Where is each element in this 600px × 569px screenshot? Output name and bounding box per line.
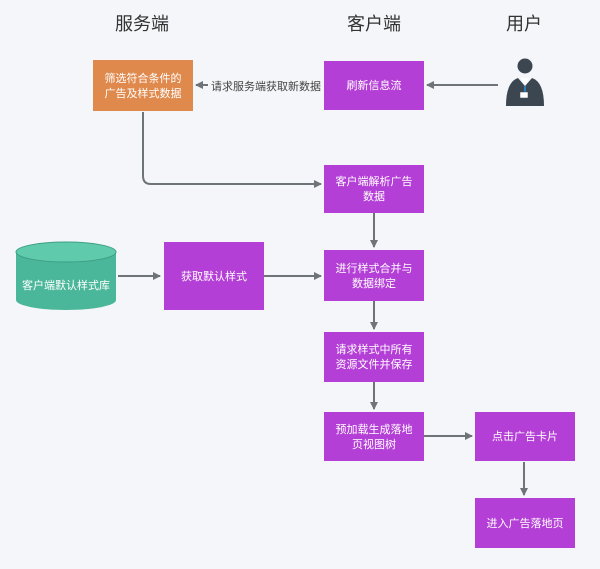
node-request-resources: 请求样式中所有资源文件并保存 bbox=[324, 332, 424, 382]
server-column-title: 服务端 bbox=[115, 14, 169, 35]
user-column-title: 用户 bbox=[506, 14, 542, 35]
node-merge-bind: 进行样式合并与数据绑定 bbox=[324, 250, 424, 301]
node-filter-ads: 筛选符合条件的广告及样式数据 bbox=[93, 60, 193, 111]
user-avatar-icon bbox=[506, 58, 544, 106]
database-cylinder bbox=[15, 241, 117, 310]
arrow-filter-to-parse bbox=[142, 112, 322, 188]
client-column-title: 客户端 bbox=[347, 14, 401, 35]
node-click-ad-card: 点击广告卡片 bbox=[475, 412, 575, 461]
node-get-default-style: 获取默认样式 bbox=[164, 242, 264, 310]
edge-label-request-server: 请求服务端获取新数据 bbox=[208, 78, 324, 94]
database-label: 客户端默认样式库 bbox=[22, 279, 110, 292]
node-preload-view-tree: 预加载生成落地页视图树 bbox=[324, 412, 424, 461]
node-parse-ad-data: 客户端解析广告数据 bbox=[324, 165, 424, 213]
node-refresh-feed: 刷新信息流 bbox=[324, 61, 424, 110]
node-enter-landing: 进入广告落地页 bbox=[475, 498, 575, 548]
